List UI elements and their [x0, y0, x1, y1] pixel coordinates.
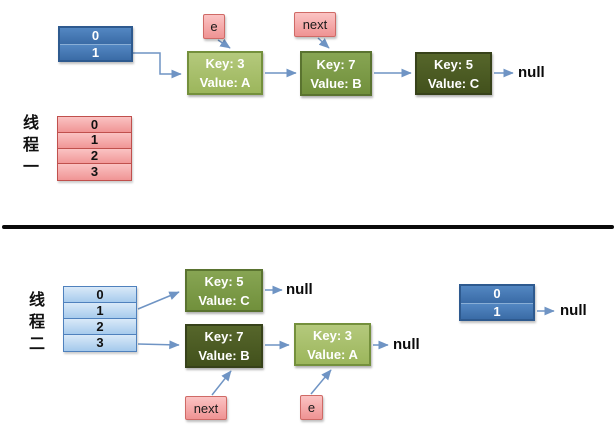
null-label-key3-bottom: null	[393, 336, 420, 353]
node-value-text: Value: C	[198, 292, 250, 308]
node-key7-valueB-bottom: Key: 7 Value: B	[185, 324, 263, 368]
node-key-text: Key: 7	[204, 329, 244, 344]
thread1-label: 线 程 一	[22, 113, 40, 179]
arrow-bucket1-to-key3	[133, 52, 182, 79]
bucket-cell-1: 1	[461, 302, 533, 319]
thread-label-char: 程	[22, 137, 39, 154]
arrow-table2row3-to-key7	[137, 340, 180, 350]
thread-label-char: 二	[28, 336, 45, 353]
pointer-label-next-top: next	[294, 12, 336, 37]
null-label-bucket2: null	[560, 302, 587, 319]
thread1-bucket-array: 0 1	[58, 26, 133, 62]
arrow-next-to-key7-bottom	[211, 370, 232, 396]
node-value-text: Value: C	[427, 75, 480, 91]
table-cell-3: 3	[57, 163, 132, 181]
thread1-hash-table: 0 1 2 3	[57, 116, 132, 181]
node-key-text: Key: 5	[204, 273, 244, 289]
pointer-label-e-top: e	[203, 14, 225, 39]
node-key-text: Key: 7	[316, 56, 356, 72]
thread2-bucket-array: 0 1	[459, 284, 535, 321]
node-key5-valueC-top: Key: 5 Value: C	[415, 52, 492, 95]
thread-label-char: 线	[22, 115, 39, 132]
thread-label-char: 一	[22, 159, 39, 176]
table-cell-1: 1	[57, 131, 132, 149]
table-cell-2: 2	[63, 318, 137, 336]
node-value-text: Value: B	[310, 75, 362, 91]
thread-label-char: 程	[28, 314, 45, 331]
section-divider	[2, 225, 614, 229]
node-key7-valueB-top: Key: 7 Value: B	[300, 51, 372, 96]
arrow-next-to-key7-top	[317, 37, 330, 49]
node-key3-valueA-top: Key: 3 Value: A	[187, 51, 263, 95]
thread2-label: 线 程 二	[28, 290, 46, 356]
table-cell-0: 0	[63, 286, 137, 304]
arrow-e-to-key3-bottom	[310, 369, 332, 395]
null-label-key5-bottom: null	[286, 281, 313, 298]
bucket-cell-0: 0	[60, 28, 131, 44]
table-cell-0: 0	[57, 116, 132, 134]
node-key3-valueA-bottom: Key: 3 Value: A	[294, 323, 371, 366]
table-cell-3: 3	[63, 334, 137, 352]
node-key-text: Key: 3	[205, 56, 245, 71]
arrow-table2row1-to-key5	[137, 291, 180, 310]
bucket-cell-1: 1	[60, 44, 131, 60]
table-cell-2: 2	[57, 147, 132, 165]
node-value-text: Value: B	[198, 348, 250, 363]
arrow-e-to-key3-top	[217, 38, 231, 49]
node-key5-valueC-bottom: Key: 5 Value: C	[185, 269, 263, 312]
bucket-cell-0: 0	[461, 286, 533, 303]
pointer-label-e-bottom: e	[300, 395, 323, 420]
node-value-text: Value: A	[199, 75, 251, 90]
node-value-text: Value: A	[307, 346, 358, 362]
node-key-text: Key: 3	[312, 327, 353, 343]
thread2-hash-table: 0 1 2 3	[63, 286, 137, 352]
node-key-text: Key: 5	[433, 56, 474, 72]
null-label-top: null	[518, 64, 545, 81]
thread-label-char: 线	[28, 292, 45, 309]
table-cell-1: 1	[63, 302, 137, 320]
pointer-label-next-bottom: next	[185, 396, 227, 420]
